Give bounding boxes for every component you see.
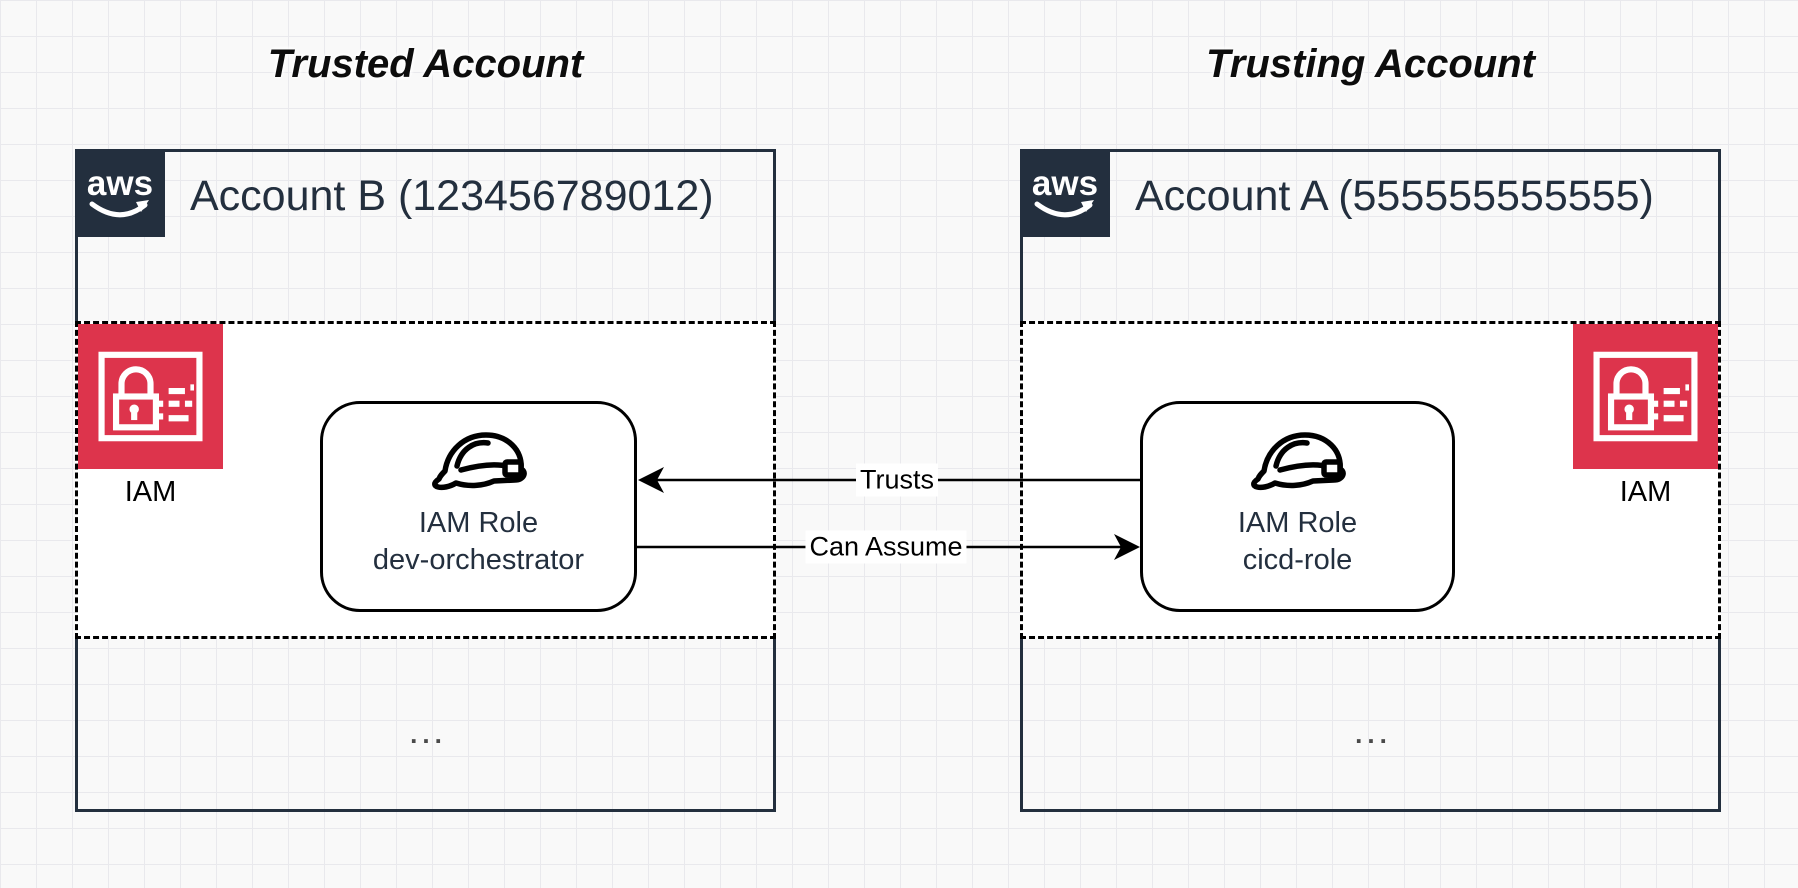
trusted-account-title: Trusted Account: [267, 42, 584, 86]
can-assume-edge-label: Can Assume: [805, 530, 967, 564]
iam-role-dev-orchestrator-node[interactable]: IAM Role dev-orchestrator: [320, 401, 637, 612]
role-name: cicd-role: [1242, 544, 1353, 576]
aws-logo-icon: aws: [75, 149, 165, 237]
iam-label: IAM: [1619, 476, 1672, 508]
ellipsis: ...: [1355, 719, 1392, 749]
iam-role-icon: [1236, 422, 1360, 499]
role-title: IAM Role: [1237, 507, 1358, 539]
role-name: dev-orchestrator: [372, 544, 585, 576]
account-a-label: Account A (555555555555): [1135, 172, 1654, 220]
role-title: IAM Role: [418, 507, 539, 539]
iam-label: IAM: [124, 476, 177, 508]
ellipsis: ...: [410, 719, 447, 749]
trusts-edge-label: Trusts: [856, 463, 938, 497]
trusting-account-title: Trusting Account: [1206, 42, 1535, 86]
aws-logo-text: aws: [1032, 164, 1098, 203]
aws-logo-text: aws: [87, 164, 153, 203]
account-b-label: Account B (123456789012): [190, 172, 714, 220]
aws-logo-icon: aws: [1020, 149, 1110, 237]
iam-service-icon: [1573, 324, 1718, 469]
iam-role-cicd-role-node[interactable]: IAM Role cicd-role: [1140, 401, 1455, 612]
iam-service-icon: [78, 324, 223, 469]
iam-role-icon: [417, 422, 541, 499]
